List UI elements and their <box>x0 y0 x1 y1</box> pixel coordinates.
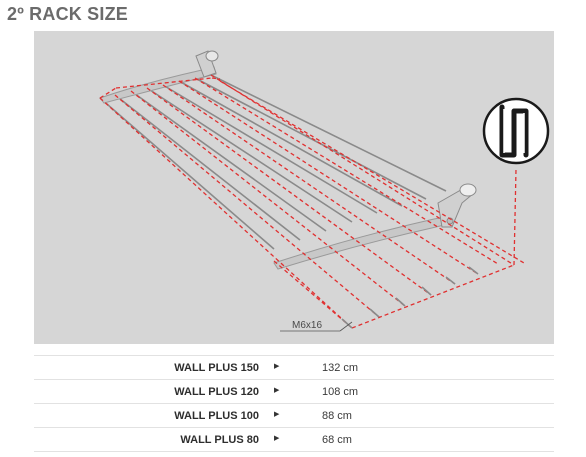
spec-model: WALL PLUS 120 <box>174 386 259 398</box>
spec-length: 108 cm <box>322 386 359 398</box>
spec-row: WALL PLUS 150 ▶ 132 cm <box>34 355 554 379</box>
spec-row: WALL PLUS 100 ▶ 88 cm <box>34 403 554 427</box>
arrow-icon: ▶ <box>274 387 280 394</box>
rack-wires <box>99 74 447 250</box>
screw-callout: M6x16 <box>280 320 353 332</box>
wall-bracket-back <box>99 50 219 104</box>
spec-model: WALL PLUS 100 <box>174 410 259 422</box>
arrow-icon: ▶ <box>274 363 280 370</box>
spec-model: WALL PLUS 150 <box>174 362 259 374</box>
arrow-icon: ▶ <box>274 435 280 442</box>
rack-diagram: M6x16 <box>34 31 554 344</box>
section-title: 2º RACK SIZE <box>7 4 128 24</box>
hex-key-icon <box>482 97 550 165</box>
spec-length: 132 cm <box>322 362 359 374</box>
rack-illustration: M6x16 <box>99 50 550 332</box>
spec-length: 68 cm <box>322 434 352 446</box>
arrow-icon: ▶ <box>274 411 280 418</box>
size-guide-lines <box>99 74 525 329</box>
spec-model: WALL PLUS 80 <box>180 434 259 446</box>
wall-bracket-front <box>273 183 477 270</box>
spec-row: WALL PLUS 80 ▶ 68 cm <box>34 427 554 452</box>
spec-table: WALL PLUS 150 ▶ 132 cm WALL PLUS 120 ▶ 1… <box>34 355 554 452</box>
spec-length: 88 cm <box>322 410 352 422</box>
screw-label: M6x16 <box>292 320 322 331</box>
rack-wire-ends <box>341 266 479 329</box>
spec-row: WALL PLUS 120 ▶ 108 cm <box>34 379 554 403</box>
